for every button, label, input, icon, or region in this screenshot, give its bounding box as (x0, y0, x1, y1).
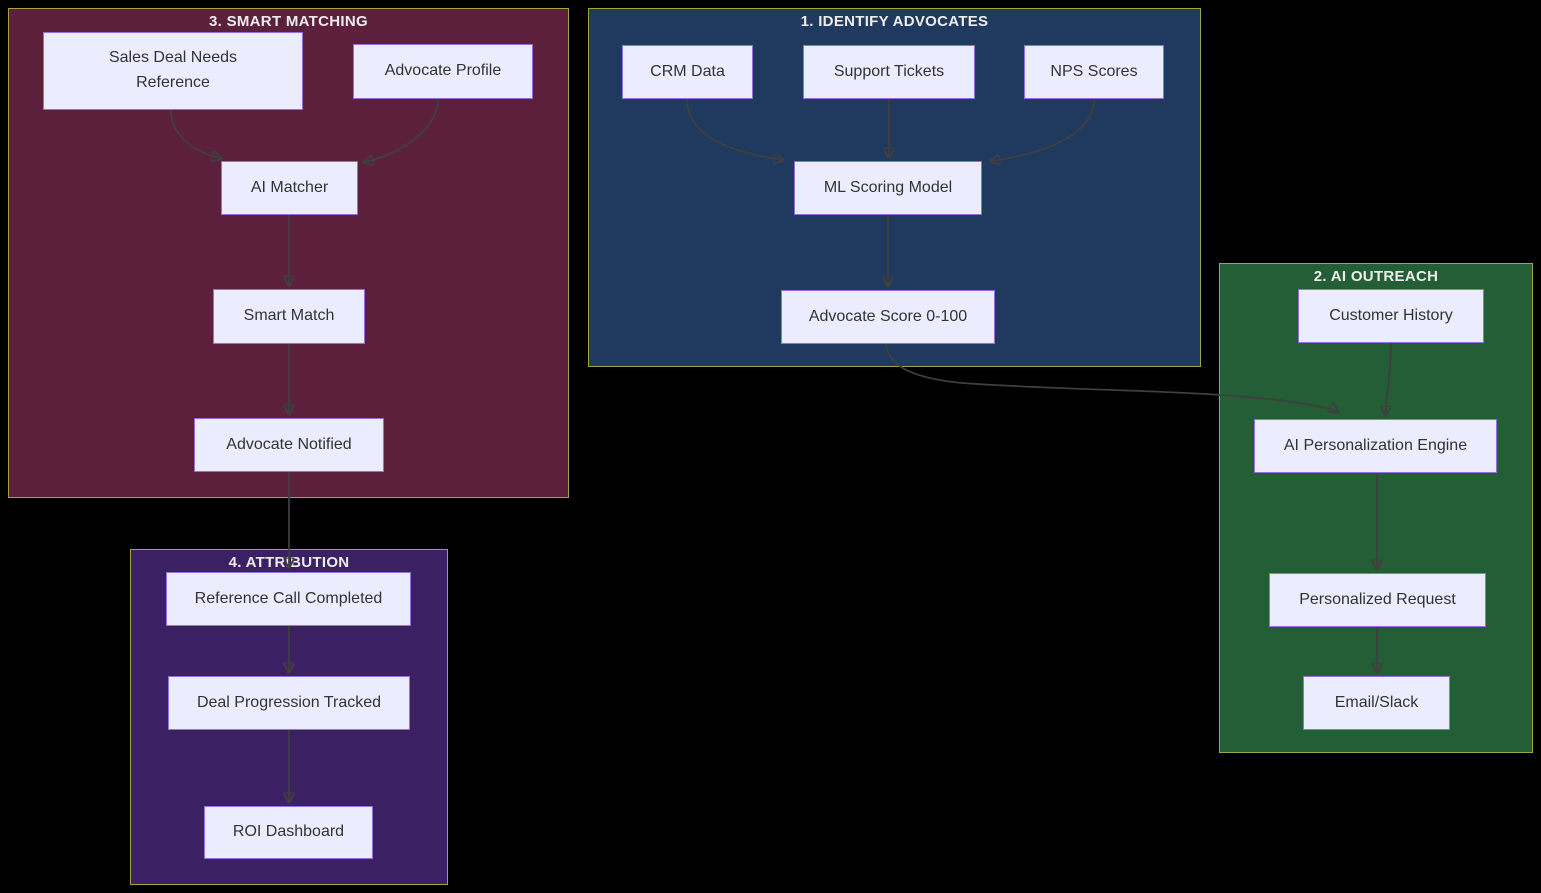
edge-crm-data-to-ml-scoring (686, 98, 783, 160)
node-reference-call-completed: Reference Call Completed (166, 572, 411, 626)
node-sales-deal-needs-reference: Sales Deal Needs Reference (43, 32, 303, 110)
edge-advocate-score-to-ai-personalization (885, 343, 1338, 412)
node-ai-matcher: AI Matcher (221, 161, 358, 215)
node-roi-dashboard: ROI Dashboard (204, 806, 373, 859)
cluster-title-smart-matching: 3. SMART MATCHING (209, 13, 368, 30)
node-crm-data: CRM Data (622, 45, 753, 99)
node-advocate-score: Advocate Score 0-100 (781, 290, 995, 344)
cluster-title-identify-advocates: 1. IDENTIFY ADVOCATES (800, 13, 989, 30)
edge-nps-scores-to-ml-scoring (991, 98, 1095, 161)
cluster-title-ai-outreach: 2. AI OUTREACH (1313, 268, 1439, 285)
node-personalized-request: Personalized Request (1269, 573, 1486, 627)
node-support-tickets: Support Tickets (803, 45, 975, 99)
edge-advocate-profile-to-ai-matcher (364, 98, 439, 162)
node-advocate-notified: Advocate Notified (194, 418, 384, 472)
node-deal-progression-tracked: Deal Progression Tracked (168, 676, 410, 730)
node-advocate-profile: Advocate Profile (353, 44, 533, 99)
node-ml-scoring-model: ML Scoring Model (794, 161, 982, 215)
node-smart-match: Smart Match (213, 289, 365, 344)
node-email-slack: Email/Slack (1303, 676, 1450, 730)
edge-customer-history-to-ai-personalization (1385, 342, 1392, 415)
edge-sales-deal-to-ai-matcher (170, 109, 221, 158)
node-nps-scores: NPS Scores (1024, 45, 1164, 99)
node-ai-personalization-engine: AI Personalization Engine (1254, 419, 1497, 473)
node-customer-history: Customer History (1298, 289, 1484, 343)
